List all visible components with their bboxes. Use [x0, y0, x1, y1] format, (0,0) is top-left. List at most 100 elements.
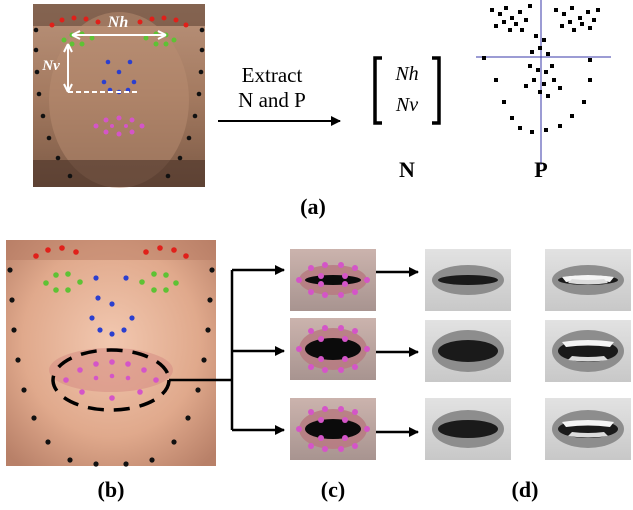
caption-b: (b)	[98, 477, 125, 502]
mouth-opening	[305, 338, 361, 360]
p-point	[582, 100, 586, 104]
p-point	[494, 24, 498, 28]
p-point	[518, 126, 522, 130]
p-point	[542, 82, 546, 86]
p-point	[570, 6, 574, 10]
p-point	[510, 16, 514, 20]
synth-upper-teeth	[562, 340, 614, 347]
p-point	[596, 8, 600, 12]
face-nh-label: Nh	[107, 14, 129, 31]
mouth-crop-landmark	[352, 409, 358, 415]
mouth-crop-landmark	[318, 417, 324, 423]
mouth-crop-landmark	[352, 328, 358, 334]
p-point	[546, 52, 550, 56]
mouth-landmarks	[93, 115, 145, 137]
p-point	[490, 8, 494, 12]
p-point	[528, 64, 532, 68]
mouth-crop-landmark	[322, 262, 328, 268]
p-point	[542, 38, 546, 42]
caption-d: (d)	[512, 477, 539, 502]
p-point	[518, 10, 522, 14]
mouth-crop-landmark	[342, 281, 348, 287]
mouth-crop-landmark	[364, 277, 370, 283]
mouth-crop-landmark	[342, 336, 348, 342]
mouth-crop-landmark	[352, 443, 358, 449]
p-point	[538, 90, 542, 94]
mouth-crop-landmark	[338, 406, 344, 412]
mouth-crop-landmark	[338, 325, 344, 331]
mouth-crop-landmark	[296, 426, 302, 432]
extract-label-line1: Extract	[242, 63, 303, 87]
synth-lower-teeth	[568, 279, 608, 285]
synth-opening	[438, 275, 498, 285]
synth-lower-teeth	[568, 432, 608, 438]
p-point	[592, 18, 596, 22]
p-point	[544, 128, 548, 132]
panel-b: (b)	[6, 240, 232, 502]
contour-landmarks-b	[7, 267, 215, 467]
mouth-crop-landmark	[308, 328, 314, 334]
p-point	[494, 78, 498, 82]
p-point	[578, 16, 582, 20]
mouth-crop-landmark	[342, 435, 348, 441]
p-point	[510, 116, 514, 120]
point-set-p	[476, 0, 611, 165]
mouth-crop-landmark	[352, 265, 358, 271]
brow-landmarks	[49, 15, 189, 28]
mouth-crop-landmark	[322, 292, 328, 298]
face-photo-top	[33, 4, 205, 188]
p-point	[568, 20, 572, 24]
p-point	[560, 24, 564, 28]
p-point	[536, 68, 540, 72]
p-point	[586, 10, 590, 14]
mouth-crop-landmark	[322, 367, 328, 373]
p-point	[534, 34, 538, 38]
mouth-crop-landmark	[308, 409, 314, 415]
mouth-crop-landmark	[296, 277, 302, 283]
p-point	[498, 12, 502, 16]
p-point	[558, 124, 562, 128]
mouth-crop-landmark	[308, 289, 314, 295]
p-point	[572, 28, 576, 32]
nh-measure	[71, 30, 167, 40]
nv-measure	[63, 43, 140, 93]
p-point	[550, 64, 554, 68]
caption-a: (a)	[300, 194, 326, 219]
p-point	[588, 26, 592, 30]
mouth-crop-landmark	[338, 446, 344, 452]
p-point	[546, 94, 550, 98]
mouth-crop-landmark	[364, 346, 370, 352]
p-point	[524, 84, 528, 88]
mouth-crop-landmark	[318, 336, 324, 342]
synth-upper-teeth	[562, 420, 614, 427]
p-point	[588, 58, 592, 62]
synth-opening	[438, 420, 498, 438]
panel-c	[290, 249, 376, 460]
p-point	[520, 28, 524, 32]
mouth-crop-landmark	[338, 367, 344, 373]
synth-lower-teeth	[568, 356, 608, 362]
vector-bracket	[373, 56, 441, 125]
nose-landmarks-b	[89, 275, 135, 337]
p-point	[552, 78, 556, 82]
mouth-crop-landmark	[318, 273, 324, 279]
caption-c: (c)	[321, 477, 345, 502]
p-point	[504, 6, 508, 10]
p-point	[528, 4, 532, 8]
p-point	[554, 8, 558, 12]
mouth-crop-landmark	[342, 273, 348, 279]
mouth-crop-landmark	[296, 346, 302, 352]
p-point	[482, 56, 486, 60]
p-point	[580, 22, 584, 26]
p-point	[532, 78, 536, 82]
p-point	[530, 130, 534, 134]
extract-label-line2: N and P	[238, 88, 306, 112]
mouth-crop-landmark	[342, 356, 348, 362]
panel-d	[425, 249, 631, 460]
brow-landmarks-b	[33, 245, 189, 259]
c-to-d-arrows	[376, 267, 419, 437]
p-point	[514, 22, 518, 26]
mouth-opening	[305, 419, 361, 439]
mouth-crop-landmark	[308, 443, 314, 449]
mouth-crop-landmark	[352, 364, 358, 370]
